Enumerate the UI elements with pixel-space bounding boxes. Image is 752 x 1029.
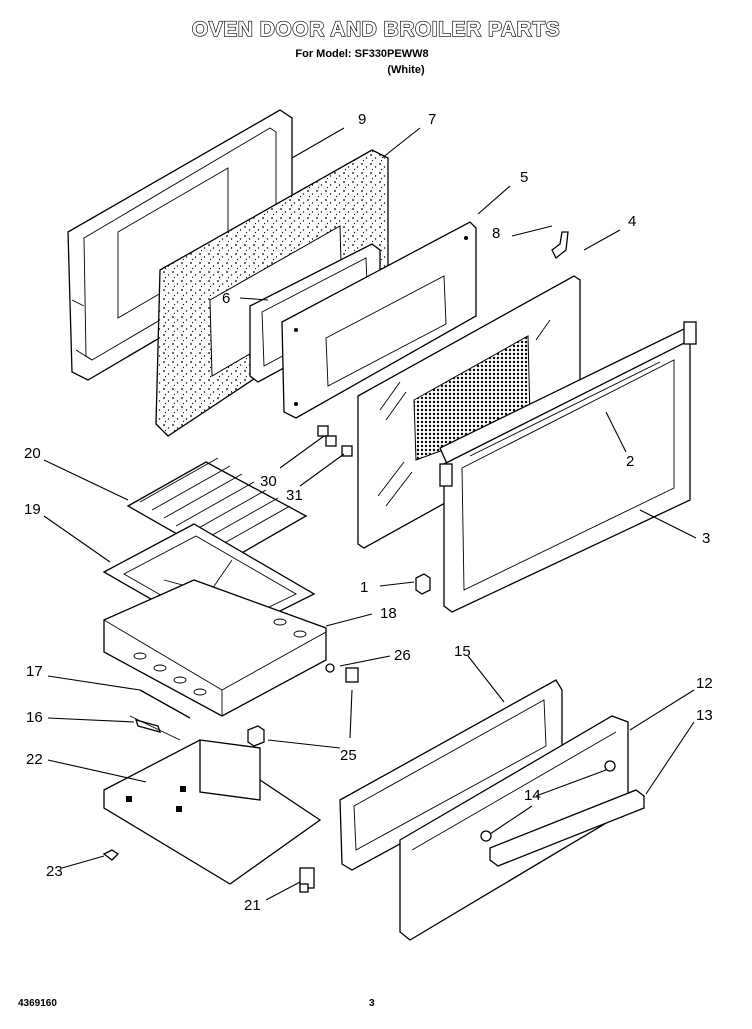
callout-9: 9 [358,111,366,128]
callout-5: 5 [520,169,528,186]
drawer-bottom-part-22 [103,739,322,885]
callout-30: 30 [260,473,277,490]
callout-4: 4 [628,213,636,230]
callout-20: 20 [24,445,41,462]
drawer-handle-part-13 [489,789,645,867]
callout-13: 13 [696,707,713,724]
callout-2: 2 [626,453,634,470]
handle-part-16 [129,715,181,741]
hinge-part-21 [299,867,315,893]
callout-14: 14 [524,787,541,804]
clip-part-30 [317,425,337,447]
screw-part-26 [325,663,359,683]
bracket-part-8 [551,231,569,260]
callout-7: 7 [428,111,436,128]
model-line: For Model: SF330PEWW8 [295,48,429,60]
callout-6: 6 [222,290,230,307]
page-number: 3 [369,998,375,1009]
spring-part-17 [139,689,191,719]
broiler-drawer-part-18 [103,579,327,717]
glass-retainer-part-5 [281,221,477,419]
callout-31: 31 [286,487,303,504]
color-line: (White) [387,64,425,76]
callout-23: 23 [46,863,63,880]
clip-part-31 [341,445,353,457]
diagram-title: OVEN DOOR AND BROILER PARTS [191,17,561,41]
door-stop-part-1 [415,573,431,595]
callout-26: 26 [394,647,411,664]
document-number: 4369160 [18,998,57,1009]
spacer-part-14 [480,760,616,842]
callout-21: 21 [244,897,261,914]
callout-18: 18 [380,605,397,622]
callout-25: 25 [340,747,357,764]
callout-22: 22 [26,751,43,768]
screw-part-23 [102,849,120,861]
callout-16: 16 [26,709,43,726]
bracket-part-25 [247,725,265,747]
callout-17: 17 [26,663,43,680]
callout-8: 8 [492,225,500,242]
callout-1: 1 [360,579,368,596]
callout-3: 3 [702,530,710,547]
outer-door-frame-part-3 [439,321,697,613]
callout-19: 19 [24,501,41,518]
callout-12: 12 [696,675,713,692]
callout-15: 15 [454,643,471,660]
leader-lines [43,127,697,901]
